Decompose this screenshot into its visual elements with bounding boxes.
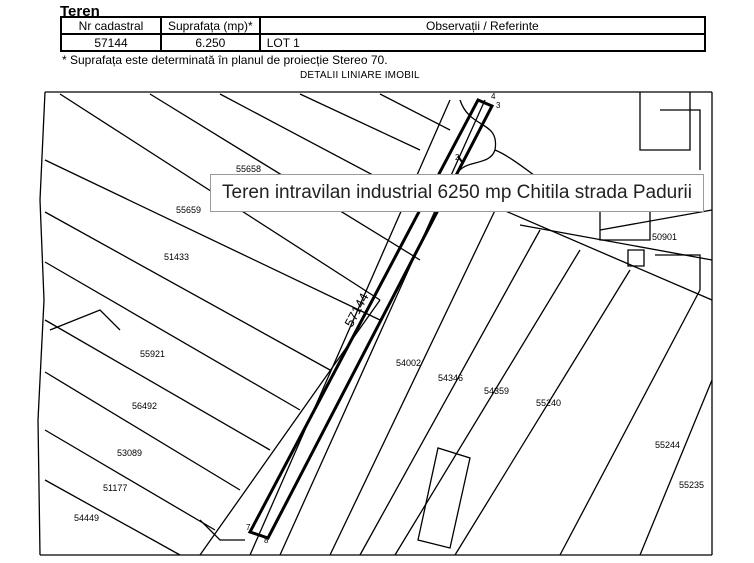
header-cadastral-number: Nr cadastral <box>60 16 162 35</box>
parcel-label: 54002 <box>396 358 421 368</box>
table-header-row: Nr cadastral Suprafața (mp)* Observații … <box>60 16 707 35</box>
parcel-label: 53089 <box>117 448 142 458</box>
parcel-label: 55235 <box>679 480 704 490</box>
parcel-label: 54449 <box>74 513 99 523</box>
point-label-7: 7 <box>246 523 251 532</box>
cadastral-table: Nr cadastral Suprafața (mp)* Observații … <box>60 16 707 52</box>
parcel-label: 55658 <box>236 164 261 174</box>
parcel-label: 56492 <box>132 401 157 411</box>
parcel-label: 55921 <box>140 349 165 359</box>
boundary-tick <box>457 155 463 163</box>
header-observations: Observații / Referinte <box>258 16 707 35</box>
parcel-label: 55240 <box>536 398 561 408</box>
parcel-label: 55244 <box>655 440 680 450</box>
cell-observations: LOT 1 <box>258 33 707 52</box>
parcel-label: 51177 <box>103 483 127 493</box>
lot-57144-boundary <box>247 98 495 540</box>
map-linework <box>37 91 713 556</box>
cell-cadastral-number: 57144 <box>60 33 162 52</box>
point-label-4: 4 <box>491 92 496 101</box>
section-title: Teren <box>60 3 100 20</box>
header-surface: Suprafața (mp)* <box>160 16 261 35</box>
table-row: 57144 6.250 LOT 1 <box>60 33 707 52</box>
parcel-label: 54346 <box>438 373 463 383</box>
parcel-label: 55659 <box>176 205 201 215</box>
listing-caption: Teren intravilan industrial 6250 mp Chit… <box>210 174 704 212</box>
cell-surface: 6.250 <box>160 33 261 52</box>
point-label-2: 2 <box>455 153 460 162</box>
projection-footnote: * Suprafața este determinată în planul d… <box>62 53 388 67</box>
parcel-label: 50901 <box>652 232 677 242</box>
map-title: DETALII LINIARE IMOBIL <box>300 70 420 81</box>
point-label-8: 8 <box>264 536 269 545</box>
point-label-3: 3 <box>496 101 501 110</box>
parcel-label: 54359 <box>484 386 509 396</box>
parcel-label: 51433 <box>164 252 189 262</box>
